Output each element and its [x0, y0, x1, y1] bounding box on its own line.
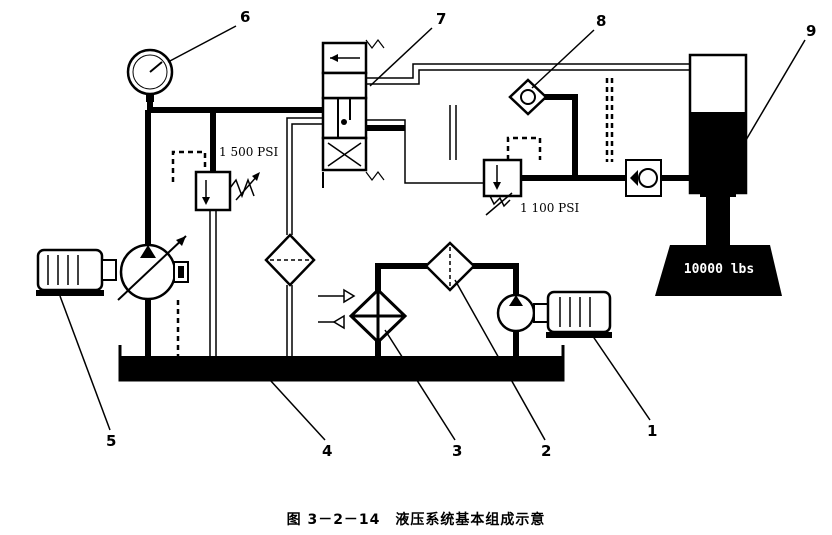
sequence-valve	[482, 158, 523, 216]
callout-5: 5	[106, 432, 116, 450]
directional-control-valve	[321, 39, 385, 188]
callout-7: 7	[436, 10, 446, 28]
callout-6: 6	[240, 8, 250, 26]
callout-2: 2	[541, 442, 551, 460]
reservoir-tank	[118, 345, 565, 382]
load-weight: 10000 lbs	[655, 245, 782, 296]
check-valve-cylinder	[625, 159, 662, 197]
electric-motor-1	[546, 290, 612, 338]
leader-lines	[59, 25, 806, 441]
callout-1: 1	[647, 422, 657, 440]
pilot-lines	[171, 78, 614, 356]
variable-displacement-pump	[117, 235, 189, 301]
fixed-pump	[496, 293, 549, 333]
return-filter	[264, 233, 316, 287]
callout-3: 3	[452, 442, 462, 460]
check-valve-8	[508, 78, 548, 116]
load-label: 10000 lbs	[684, 262, 754, 277]
sequence-valve-label: 1 100 PSI	[520, 201, 579, 215]
hydraulic-cylinder	[688, 53, 748, 245]
pressure-filter-2	[424, 241, 476, 292]
heat-exchanger-3	[318, 287, 408, 345]
figure-caption: 图 3－2－14 液压系统基本组成示意	[286, 512, 546, 528]
callout-4: 4	[322, 442, 332, 460]
relief-valve-label: 1 500 PSI	[219, 145, 278, 159]
callout-9: 9	[806, 22, 816, 40]
pressure-gauge	[126, 48, 174, 102]
relief-valve	[194, 170, 260, 212]
return-lines	[209, 63, 690, 356]
electric-motor-5	[36, 248, 117, 296]
callout-8: 8	[596, 12, 606, 30]
